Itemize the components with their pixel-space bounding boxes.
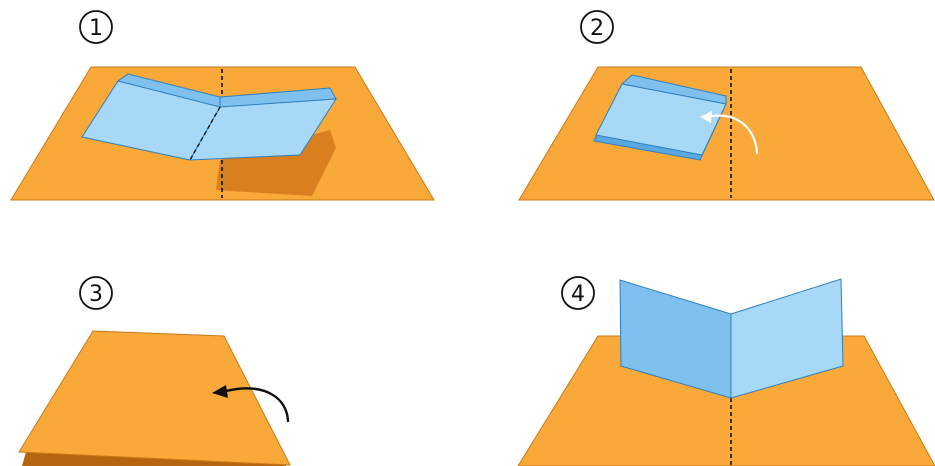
step-1-panel: 1 <box>10 10 435 201</box>
step-3-badge: 3 <box>79 276 113 310</box>
blue-card-right-face <box>189 98 337 161</box>
step-3-panel: 3 <box>18 276 291 466</box>
folded-card-top-layer <box>595 83 727 156</box>
orange-folded-sheet <box>18 330 291 466</box>
step-badge-circle-icon <box>79 276 113 310</box>
fold-arrow-icon <box>212 385 290 423</box>
step-4-badge: 4 <box>561 276 595 310</box>
step-1-badge: 1 <box>79 10 113 44</box>
step-4-number: 4 <box>571 282 585 307</box>
standing-card-right-face <box>730 278 844 399</box>
step-3-number: 3 <box>89 282 103 307</box>
step-1-number: 1 <box>89 16 103 41</box>
step-2-badge: 2 <box>580 10 614 44</box>
step-2-panel: 2 <box>518 10 935 201</box>
step-badge-circle-icon <box>580 10 614 44</box>
step-badge-circle-icon <box>561 276 595 310</box>
step-badge-circle-icon <box>79 10 113 44</box>
step-4-panel: 4 <box>517 276 935 466</box>
card-fold-line <box>189 106 221 161</box>
fold-arrow-icon <box>700 111 759 155</box>
orange-base-sheet <box>518 66 935 201</box>
step-2-number: 2 <box>590 16 604 41</box>
